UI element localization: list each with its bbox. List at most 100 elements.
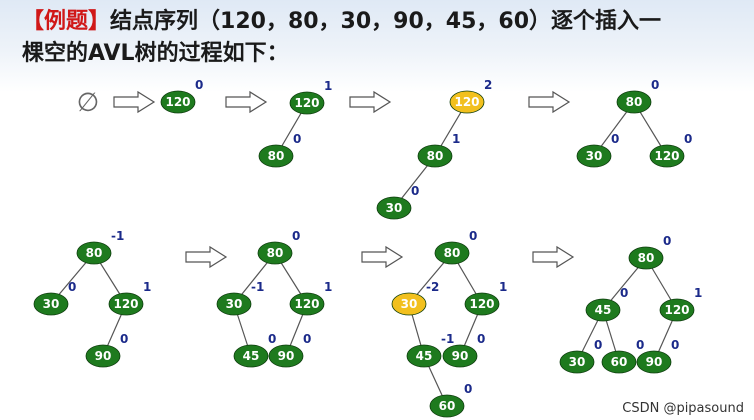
balance-factor: 0 [477, 332, 485, 346]
tree-node [33, 292, 69, 316]
balance-factor: 0 [293, 132, 301, 146]
balance-factor: 0 [195, 78, 203, 92]
node-key: 30 [569, 355, 586, 369]
tree-node [429, 394, 465, 418]
example-tag: 【例题】 [22, 9, 111, 34]
arrow-icon [532, 245, 575, 269]
tree-node [434, 241, 470, 265]
balance-factor: 0 [611, 132, 619, 146]
tree-node [442, 344, 478, 368]
tree-node [76, 241, 112, 265]
balance-factor: 0 [68, 280, 76, 294]
balance-factor: 0 [268, 332, 276, 346]
node-key: 30 [586, 149, 603, 163]
problem-statement: 【例题】结点序列（120，80，30，90，45，60）逐个插入一 棵空的AVL… [22, 6, 732, 70]
balance-factor: 0 [671, 338, 679, 352]
tree-node [289, 292, 325, 316]
node-key: 80 [427, 149, 444, 163]
tree-node [289, 91, 325, 115]
node-key: 45 [416, 349, 433, 363]
arrow-icon [225, 90, 268, 114]
tree-node [616, 90, 652, 114]
arrow-icon [349, 90, 392, 114]
tree-node [258, 144, 294, 168]
node-key: 90 [278, 349, 295, 363]
balance-factor: 1 [499, 280, 507, 294]
node-key: 120 [294, 96, 319, 110]
node-key: 120 [664, 303, 689, 317]
node-key: 80 [86, 246, 103, 260]
tree-node [559, 350, 595, 374]
balance-factor: 0 [411, 184, 419, 198]
balance-factor: -2 [426, 280, 439, 294]
node-key: 30 [226, 297, 243, 311]
node-key: 120 [165, 95, 190, 109]
balance-factor: -1 [441, 332, 454, 346]
tree-node [406, 344, 442, 368]
tree-node [216, 292, 252, 316]
balance-factor: 0 [469, 229, 477, 243]
balance-factor: 1 [324, 79, 332, 93]
empty-set-icon: ∅ [77, 88, 100, 118]
balance-factor: 0 [663, 234, 671, 248]
node-key: 120 [469, 297, 494, 311]
node-key: 80 [444, 246, 461, 260]
balance-factor: -1 [251, 280, 264, 294]
tree-node [601, 350, 637, 374]
node-key: 80 [638, 251, 655, 265]
balance-factor: 0 [292, 229, 300, 243]
balance-factor: 1 [324, 280, 332, 294]
arrow-icon [361, 245, 404, 269]
title-line-1: 结点序列（120，80，30，90，45，60）逐个插入一 [110, 9, 662, 34]
tree-node [464, 292, 500, 316]
node-key: 120 [113, 297, 138, 311]
node-key: 30 [43, 297, 60, 311]
node-key: 80 [626, 95, 643, 109]
balance-factor: 0 [303, 332, 311, 346]
node-key: 120 [454, 95, 479, 109]
tree-node [268, 344, 304, 368]
arrow-icon [185, 245, 228, 269]
tree-node [649, 144, 685, 168]
tree-node [391, 292, 427, 316]
node-key: 120 [654, 149, 679, 163]
node-key: 80 [268, 149, 285, 163]
tree-node [659, 298, 695, 322]
node-key: 80 [267, 246, 284, 260]
tree-node [85, 344, 121, 368]
arrow-icon [113, 90, 156, 114]
balance-factor: -1 [111, 229, 124, 243]
node-key: 90 [452, 349, 469, 363]
title-line-2: 棵空的AVL树的过程如下： [22, 41, 289, 66]
tree-node [417, 144, 453, 168]
node-key: 45 [595, 303, 612, 317]
tree-node [636, 350, 672, 374]
node-key: 90 [95, 349, 112, 363]
tree-node [376, 196, 412, 220]
node-key: 60 [439, 399, 456, 413]
balance-factor: 0 [464, 382, 472, 396]
balance-factor: 0 [620, 286, 628, 300]
tree-node [628, 246, 664, 270]
balance-factor: 0 [684, 132, 692, 146]
arrow-icon [528, 90, 571, 114]
balance-factor: 1 [143, 280, 151, 294]
tree-node [449, 90, 485, 114]
balance-factor: 1 [694, 286, 702, 300]
tree-node [108, 292, 144, 316]
node-key: 45 [243, 349, 260, 363]
balance-factor: 0 [636, 338, 644, 352]
tree-node [585, 298, 621, 322]
tree-node [257, 241, 293, 265]
balance-factor: 2 [484, 78, 492, 92]
tree-node [576, 144, 612, 168]
balance-factor: 0 [651, 78, 659, 92]
node-key: 60 [611, 355, 628, 369]
balance-factor: 1 [452, 132, 460, 146]
node-key: 90 [646, 355, 663, 369]
node-key: 120 [294, 297, 319, 311]
balance-factor: 0 [594, 338, 602, 352]
node-key: 30 [401, 297, 418, 311]
